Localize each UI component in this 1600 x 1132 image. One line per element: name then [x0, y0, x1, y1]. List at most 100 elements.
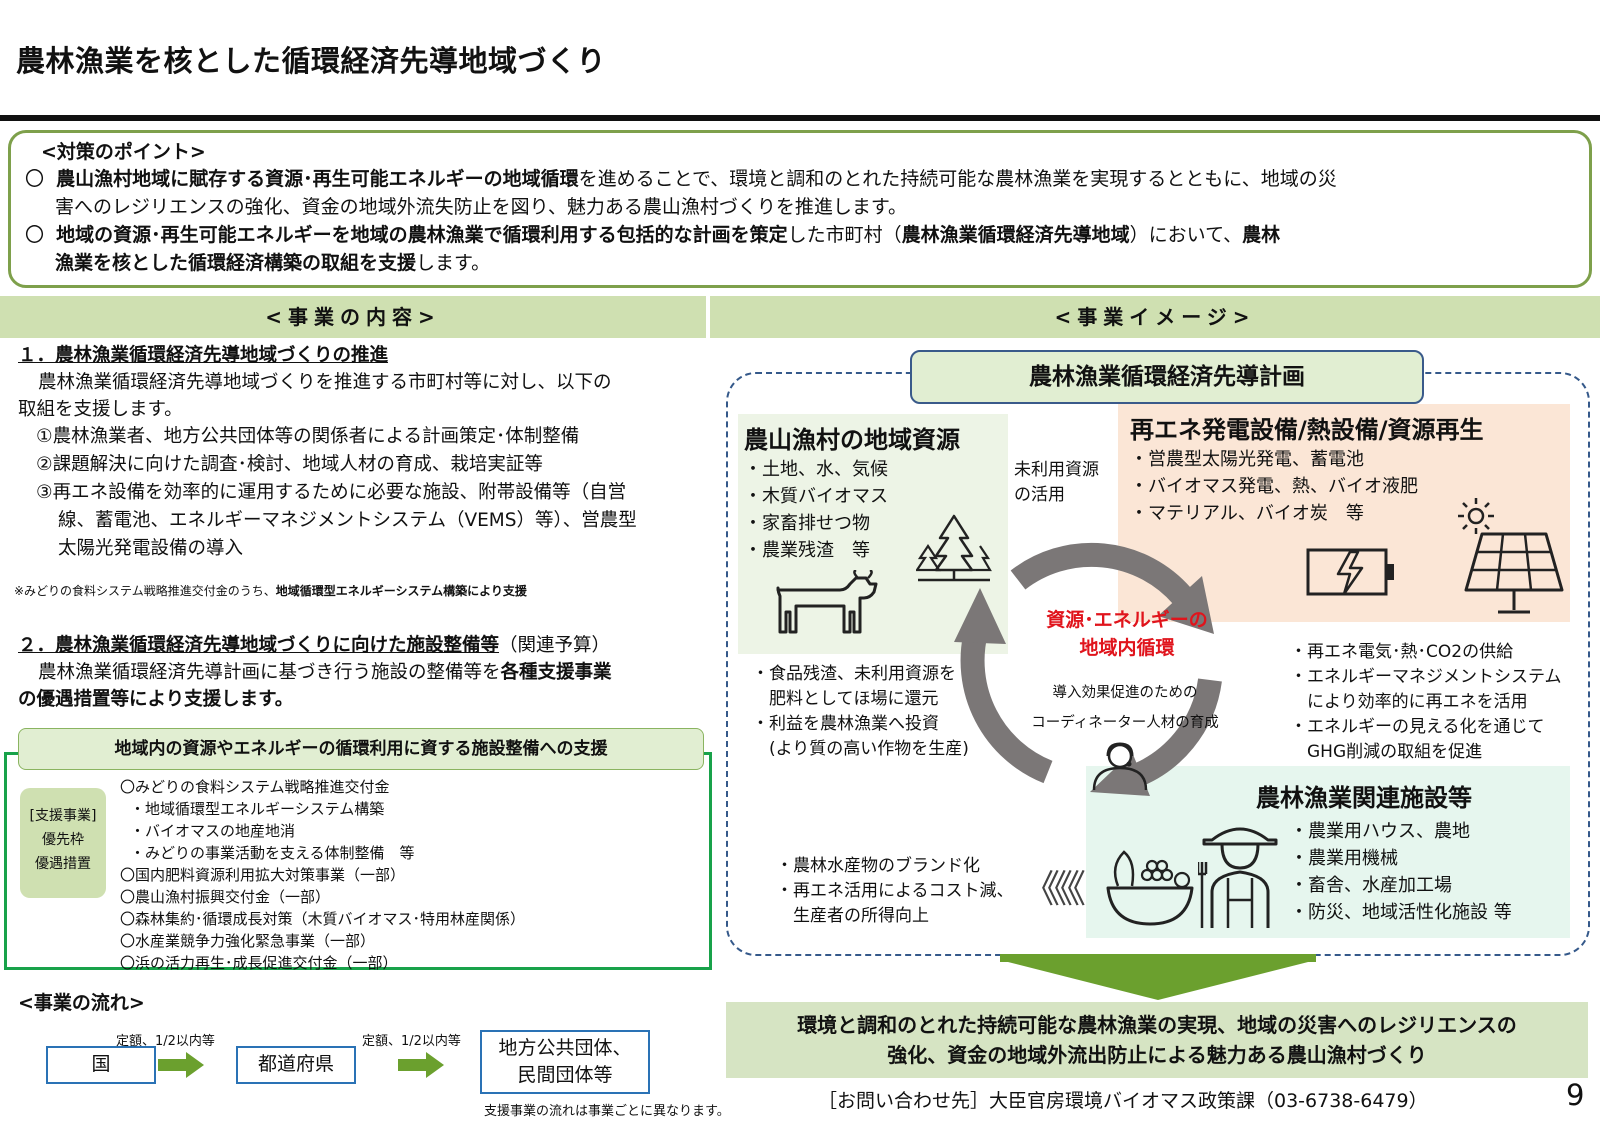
section-1-item-1: ①農林漁業者、地方公共団体等の関係者による計画策定･体制整備: [36, 426, 580, 447]
policy-points-box: <対策のポイント> 〇 農山漁村地域に賦存する資源･再生可能エネルギーの地域循環…: [8, 130, 1592, 288]
flow-arrow-2-icon: [426, 1052, 444, 1078]
point-2-line-2: 漁業を核とした循環経済構築の取組を支援します。: [25, 249, 1575, 277]
flow-arrow-2-label: 定額、1/2以内等: [362, 1034, 461, 1049]
page-number: 9: [1566, 1078, 1585, 1112]
support-item: ・バイオマスの地産地消: [130, 822, 296, 840]
related-facilities-pane: [1086, 766, 1570, 938]
chevron-left-icons: 《《《: [1022, 867, 1086, 911]
point-1-line-2: 害へのレジリエンスの強化、資金の地域外流失防止を図り、魅力ある農山漁村づくりを推…: [55, 196, 907, 218]
flow-heading: <事業の流れ>: [18, 992, 145, 1014]
section-1-item-3b: 線、蓄電池、エネルギーマネジメントシステム（VEMS）等）、営農型: [58, 510, 637, 531]
section-2-title-main: ２．農林漁業循環経済先導地域づくりに向けた施設整備等: [18, 635, 500, 656]
point-2-line-2-bold: 漁業を核とした循環経済構築の取組を支援: [55, 252, 417, 274]
section-1-note: ※みどりの食料システム戦略推進交付金のうち、地域循環型エネルギーシステム構築によ…: [14, 582, 527, 599]
contact-info: ［お問い合わせ先］大臣官房環境バイオマス政策課（03-6738-6479）: [818, 1090, 1428, 1112]
battery-charging-icon: [1306, 548, 1394, 596]
brand-benefit-item: ・再エネ活用によるコスト減、: [776, 881, 1014, 901]
right-benefit-item: ・エネルギーの見える化を通じて: [1290, 717, 1545, 737]
facility-item: ・防災、地域活性化施設 等: [1290, 902, 1512, 923]
facility-item: ・農業用機械: [1290, 848, 1398, 869]
point-1-bold: 農山漁村地域に賦存する資源･再生可能エネルギーの地域循環: [56, 168, 579, 190]
section-2-body-2: の優遇措置等により支援します。: [18, 689, 294, 710]
right-benefit-item: GHG削減の取組を促進: [1290, 742, 1483, 762]
band-business-content: <事業の内容>: [0, 296, 706, 338]
solar-panel-icon: [1464, 532, 1564, 614]
related-facilities-title: 農林漁業関連施設等: [1256, 784, 1472, 812]
point-2-mark: 〇: [25, 224, 45, 246]
coordinator-line-2: コーディネーター人材の育成: [1031, 715, 1219, 731]
note-part-b: 地域循環型エネルギーシステム構築により支援: [275, 584, 527, 598]
cycle-arrows-icon: [954, 542, 1222, 796]
support-item: ・みどりの事業活動を支える体制整備 等: [130, 844, 415, 862]
section-2-body-1a: 農林漁業循環経済先導計画に基づき行う施設の整備等を: [38, 662, 501, 683]
point-2-rest-1: した市町村（: [787, 224, 902, 246]
right-benefit-item: ・エネルギーマネジメントシステム: [1290, 667, 1562, 687]
flow-note: 支援事業の流れは事業ごとに異なります。: [484, 1104, 730, 1119]
support-item: 〇水産業競争力強化緊急事業（一部）: [120, 932, 376, 950]
support-programs-head: 地域内の資源やエネルギーの循環利用に資する施設整備への支援: [18, 728, 704, 770]
flow-box-3-line-1: 地方公共団体、: [498, 1037, 632, 1059]
support-item: 〇みどりの食料システム戦略推進交付金: [120, 778, 390, 796]
brand-benefit-item: 生産者の所得向上: [776, 906, 929, 926]
point-2-bold-1: 地域の資源･再生可能エネルギーを地域の農林漁業で循環利用する包括的な計画を策定: [56, 224, 788, 246]
result-line-1: 環境と調和のとれた持続可能な農林漁業の実現、地域の災害へのレジリエンスの: [797, 1013, 1517, 1037]
resource-item: ・家畜排せつ物: [744, 513, 870, 534]
left-benefit-item: ・食品残渣、未利用資源を: [752, 664, 956, 684]
trees-icon: [916, 514, 992, 582]
section-1-item-3c: 太陽光発電設備の導入: [58, 538, 244, 559]
note-part-a: ※みどりの食料システム戦略推進交付金のうち、: [14, 584, 276, 598]
support-item: ・地域循環型エネルギーシステム構築: [130, 800, 385, 818]
flow-arrow-1-shaft: [158, 1059, 186, 1071]
facility-item: ・農業用ハウス、農地: [1290, 821, 1470, 842]
support-item: 〇浜の活力再生･成長促進交付金（一部）: [120, 954, 398, 972]
resource-item: ・木質バイオマス: [744, 486, 888, 507]
flow-box-prefecture: 都道府県: [236, 1046, 356, 1084]
coordinator-headset-icon: [1092, 742, 1148, 790]
support-tag-line-2: 優先枠: [42, 832, 84, 848]
farmer-icon: [1198, 827, 1278, 928]
local-resources-pane: [738, 414, 1008, 654]
plan-header: 農林漁業循環経済先導計画: [910, 350, 1424, 404]
support-tag: [支援事業] 優先枠 優遇措置: [20, 788, 106, 898]
cycle-label-line-1: 資源･エネルギーの: [1046, 609, 1208, 631]
support-item: 〇森林集約･循環成長対策（木質バイオマス･特用林産関係）: [120, 910, 526, 928]
brand-benefit-item: ・農林水産物のブランド化: [776, 856, 980, 876]
support-item: 〇農山漁村振興交付金（一部）: [120, 888, 331, 906]
renewable-item: ・マテリアル、バイオ炭 等: [1130, 503, 1364, 524]
page-title: 農林漁業を核とした循環経済先導地域づくり: [16, 44, 607, 78]
title-divider: [0, 115, 1600, 121]
flow-arrow-1-label: 定額、1/2以内等: [116, 1034, 215, 1049]
section-1-title: １．農林漁業循環経済先導地域づくりの推進: [18, 345, 389, 366]
cow-icon: [776, 570, 878, 634]
point-1-rest: を進めることで、環境と調和のとれた持続可能な農林漁業を実現するとともに、地域の災: [578, 168, 1337, 190]
point-2-rest-2: ）において、: [1129, 224, 1243, 246]
right-benefit-item: ・再エネ電気･熱･CO2の供給: [1290, 642, 1514, 662]
sun-icon: [1458, 498, 1494, 534]
renewable-item: ・バイオマス発電、熱、バイオ液肥: [1130, 476, 1418, 497]
coordinator-label: 導入効果促進のための コーディネーター人材の育成: [1000, 678, 1250, 738]
renewable-facilities-title: 再エネ発電設備/熱設備/資源再生: [1130, 416, 1484, 444]
left-benefit-item: ・利益を農林漁業へ投資: [752, 714, 939, 734]
flow-box-3-line-2: 民間団体等: [517, 1064, 613, 1086]
resource-item: ・農業残渣 等: [744, 540, 870, 561]
down-arrow-bar: [1000, 954, 1316, 962]
cycle-label-line-2: 地域内循環: [1079, 637, 1175, 659]
unused-resource-line-1: 未利用資源: [1014, 460, 1099, 480]
flow-arrow-2-shaft: [398, 1059, 426, 1071]
band-business-image: <事業イメージ>: [710, 296, 1600, 338]
point-2-bold-2: 農林漁業循環経済先導地域: [901, 224, 1130, 246]
section-2-title-rest: （関連予算）: [499, 635, 611, 656]
section-1-body-1: 農林漁業循環経済先導地域づくりを推進する市町村等に対し、以下の: [38, 372, 612, 393]
point-1-line-1: 〇 農山漁村地域に賦存する資源･再生可能エネルギーの地域循環を進めることで、環境…: [25, 165, 1575, 193]
flow-box-national: 国: [46, 1046, 156, 1084]
unused-resource-line-2: の活用: [1014, 485, 1065, 505]
point-2-bold-3: 農林: [1242, 224, 1281, 246]
section-2-body-1: 農林漁業循環経済先導計画に基づき行う施設の整備等を各種支援事業: [18, 659, 612, 687]
coordinator-line-1: 導入効果促進のための: [1052, 685, 1198, 701]
right-benefit-item: により効率的に再エネを活用: [1290, 692, 1528, 712]
renewable-item: ・営農型太陽光発電、蓄電池: [1130, 449, 1364, 470]
support-tag-line-3: 優遇措置: [35, 856, 91, 872]
point-2-line-2-rest: します。: [416, 252, 491, 274]
fruit-bowl-icon: [1106, 850, 1194, 926]
support-tag-line-1: [支援事業]: [29, 808, 97, 824]
